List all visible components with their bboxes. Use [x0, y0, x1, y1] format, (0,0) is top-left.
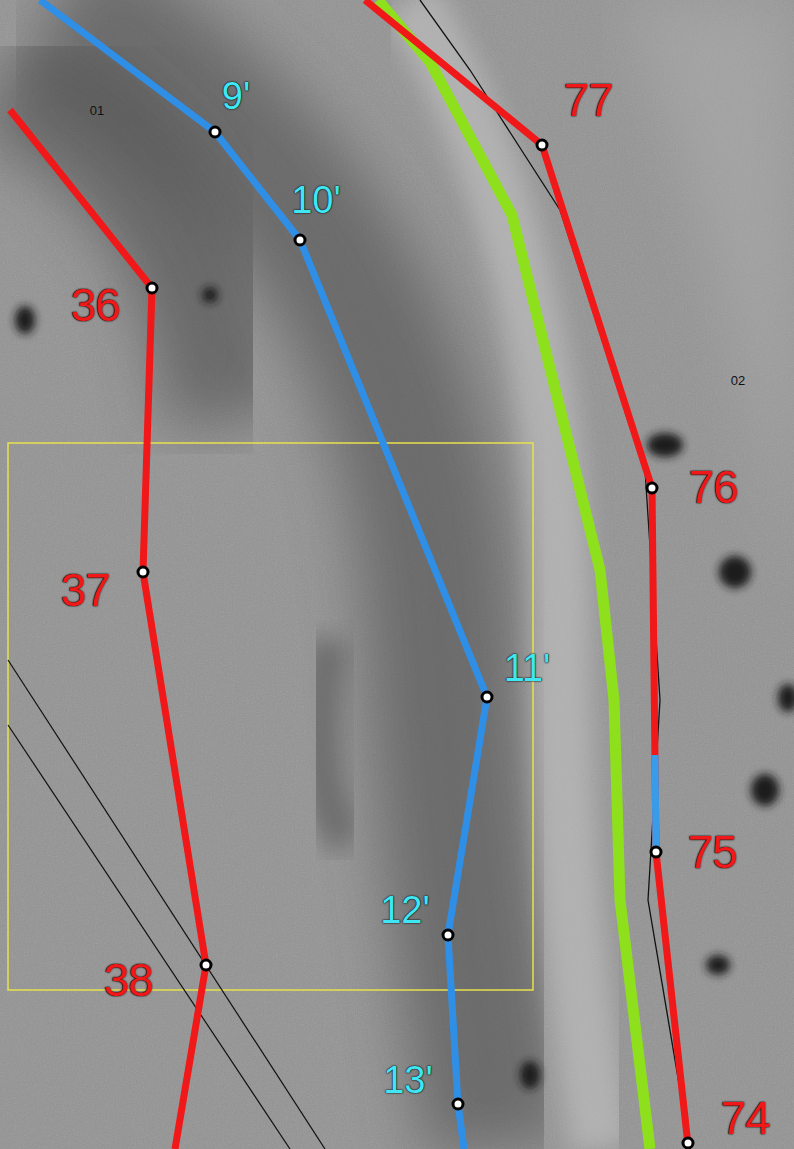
point-number: 10' — [291, 181, 341, 219]
point-number: 37 — [60, 567, 109, 613]
dark-patch — [320, 640, 350, 840]
blue-segment — [655, 755, 656, 852]
point-number: 9' — [222, 77, 250, 115]
point-number: 74 — [720, 1095, 769, 1141]
point-number: 77 — [563, 77, 612, 123]
tile-number: 02 — [731, 374, 745, 387]
green-trace — [378, 0, 650, 1149]
point-number: 75 — [687, 829, 736, 875]
red-trace — [365, 0, 688, 1145]
tile-number: 01 — [90, 104, 104, 117]
point-number: 38 — [103, 957, 152, 1003]
point-number: 11' — [504, 649, 551, 687]
dark-band — [0, 80, 230, 420]
blue-trace — [40, 0, 487, 1149]
point-number: 36 — [70, 282, 119, 328]
boundary-line — [8, 725, 290, 1149]
survey-points — [138, 127, 693, 1148]
point-number: 76 — [688, 464, 737, 510]
dark-spots — [15, 287, 794, 1089]
red-trace — [10, 110, 206, 1149]
light-area — [620, 0, 794, 600]
point-number: 12' — [380, 891, 430, 929]
point-number: 13' — [383, 1061, 433, 1099]
